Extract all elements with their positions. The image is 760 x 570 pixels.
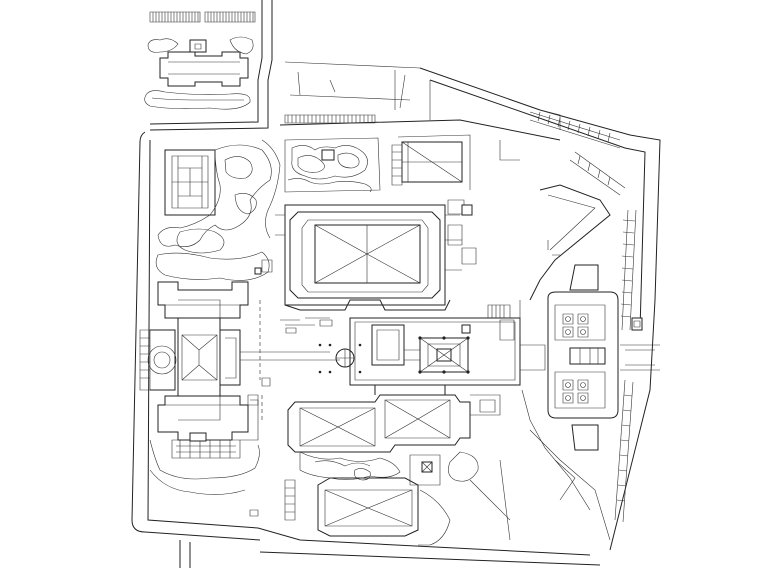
rock-garden [156,138,380,280]
misc-edges [250,300,510,540]
main-hall [255,200,476,310]
south-halls [288,385,500,545]
west-complex [148,282,340,495]
north-residence [145,37,253,109]
perimeter-road [132,0,660,568]
central-courtyard [280,318,520,385]
hatched-steps [140,12,636,522]
east-parking-area [520,185,660,540]
tennis-court [165,150,215,215]
north-parking [392,135,520,190]
